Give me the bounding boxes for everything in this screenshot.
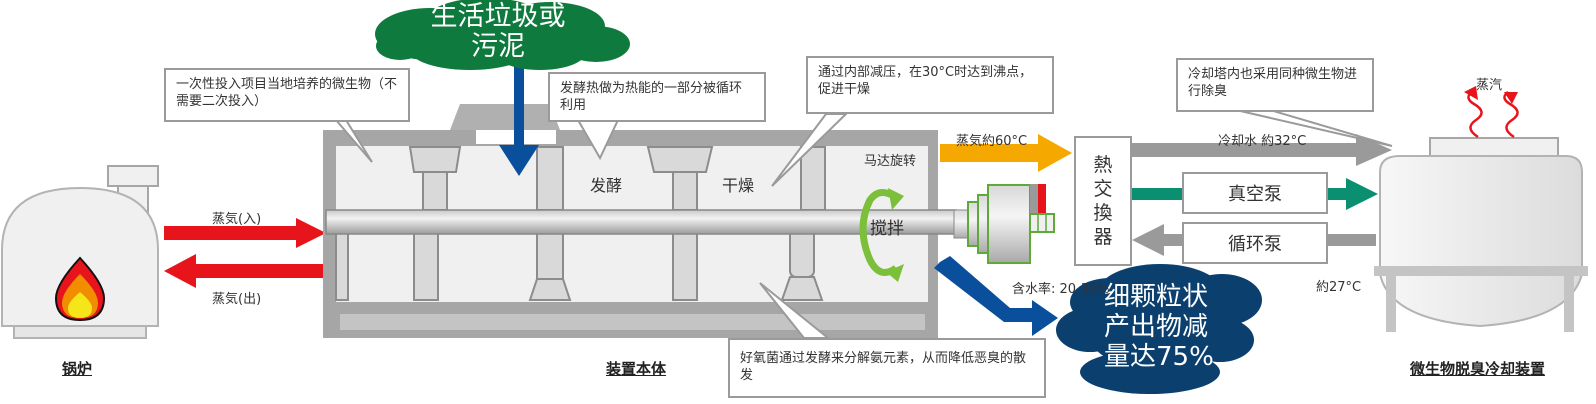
input-cloud bbox=[375, 0, 630, 70]
return-temp-label: 約27°C bbox=[1316, 280, 1362, 295]
hopper bbox=[450, 104, 560, 130]
input-cloud-line: 生活垃圾或 bbox=[430, 1, 566, 32]
heat-exchanger-char: 器 bbox=[1093, 226, 1113, 248]
output-cloud-line: 产出物减 bbox=[1104, 312, 1209, 342]
output-cloud-label: 细颗粒状 产出物减 量达75% bbox=[1104, 282, 1244, 372]
boiler-chimney-cap bbox=[107, 165, 159, 187]
steam-60-arrow bbox=[940, 134, 1072, 172]
agitator-shaft bbox=[325, 209, 957, 235]
steam-out-arrow bbox=[164, 254, 324, 288]
rotate-arrowhead-bottom bbox=[886, 264, 904, 282]
output-cloud bbox=[1056, 264, 1262, 394]
cooling-water-label: 冷却水 約32°C bbox=[1218, 134, 1307, 149]
boiler-base bbox=[13, 325, 147, 339]
heat-exchanger-char: 熱 bbox=[1093, 154, 1113, 176]
steam-out-label: 蒸気(出) bbox=[212, 292, 262, 307]
vapor-wave-icon bbox=[1467, 91, 1519, 139]
zone-drying-label: 干燥 bbox=[722, 176, 755, 195]
output-cloud-line: 量达75% bbox=[1104, 342, 1214, 372]
moisture-label: 含水率: 20-30% bbox=[1012, 282, 1110, 297]
circulation-line-arrow bbox=[1132, 224, 1376, 256]
vapor-arrowhead bbox=[1464, 86, 1478, 100]
flame-icon bbox=[54, 256, 106, 322]
boiler-title: 锅炉 bbox=[62, 360, 93, 378]
callout-fermentation-heat: 发酵热做为热能的一部分被循环利用 bbox=[548, 72, 766, 122]
callout-decompression: 通过内部减压，在30°C时达到沸点，促进干燥 bbox=[806, 56, 1054, 114]
waste-input-arrow bbox=[499, 55, 539, 176]
motor bbox=[953, 184, 1055, 264]
output-cloud-line: 细颗粒状 bbox=[1104, 282, 1209, 312]
vapor-label: 蒸汽 bbox=[1476, 78, 1503, 93]
stir-label: 搅拌 bbox=[870, 219, 904, 239]
input-cloud-line: 污泥 bbox=[471, 31, 525, 62]
main-unit-title: 装置本体 bbox=[606, 360, 667, 378]
callout-cooling-tower: 冷却塔内也采用同种微生物进行除臭 bbox=[1176, 58, 1374, 112]
zone-fermentation-label: 发酵 bbox=[590, 176, 623, 195]
input-cloud-label: 生活垃圾或 污泥 bbox=[418, 2, 578, 62]
steam-in-label: 蒸気(入) bbox=[212, 212, 262, 227]
circulation-pump: 循环泵 bbox=[1182, 222, 1328, 264]
vacuum-line-arrow bbox=[1132, 178, 1378, 210]
rotate-icon bbox=[859, 189, 900, 276]
steam-in-arrow bbox=[164, 218, 326, 248]
callout-aerobic: 好氧菌通过发酵来分解氨元素，从而降低恶臭的散发 bbox=[728, 338, 1046, 398]
heat-exchanger-char: 交 bbox=[1093, 178, 1113, 200]
vacuum-pump: 真空泵 bbox=[1182, 172, 1328, 214]
cooling-tower bbox=[1374, 86, 1588, 332]
cooling-water-arrow bbox=[1132, 134, 1392, 166]
motor-rotation-label: 马达旋转 bbox=[864, 154, 917, 169]
boiler bbox=[0, 165, 159, 339]
heat-exchanger: 熱 交 換 器 bbox=[1074, 136, 1132, 266]
heat-exchanger-char: 換 bbox=[1093, 202, 1113, 224]
main-unit-body bbox=[323, 104, 957, 338]
callout-microbes: 一次性投入项目当地培养的微生物（不需要二次投入） bbox=[164, 68, 410, 122]
cooling-device-title: 微生物脱臭冷却装置 bbox=[1410, 360, 1546, 378]
steam-60-label: 蒸気約60°C bbox=[956, 134, 1028, 149]
rotate-arrowhead-top bbox=[888, 188, 904, 210]
output-arrow bbox=[934, 256, 1058, 336]
vapor-arrowhead bbox=[1504, 92, 1518, 104]
